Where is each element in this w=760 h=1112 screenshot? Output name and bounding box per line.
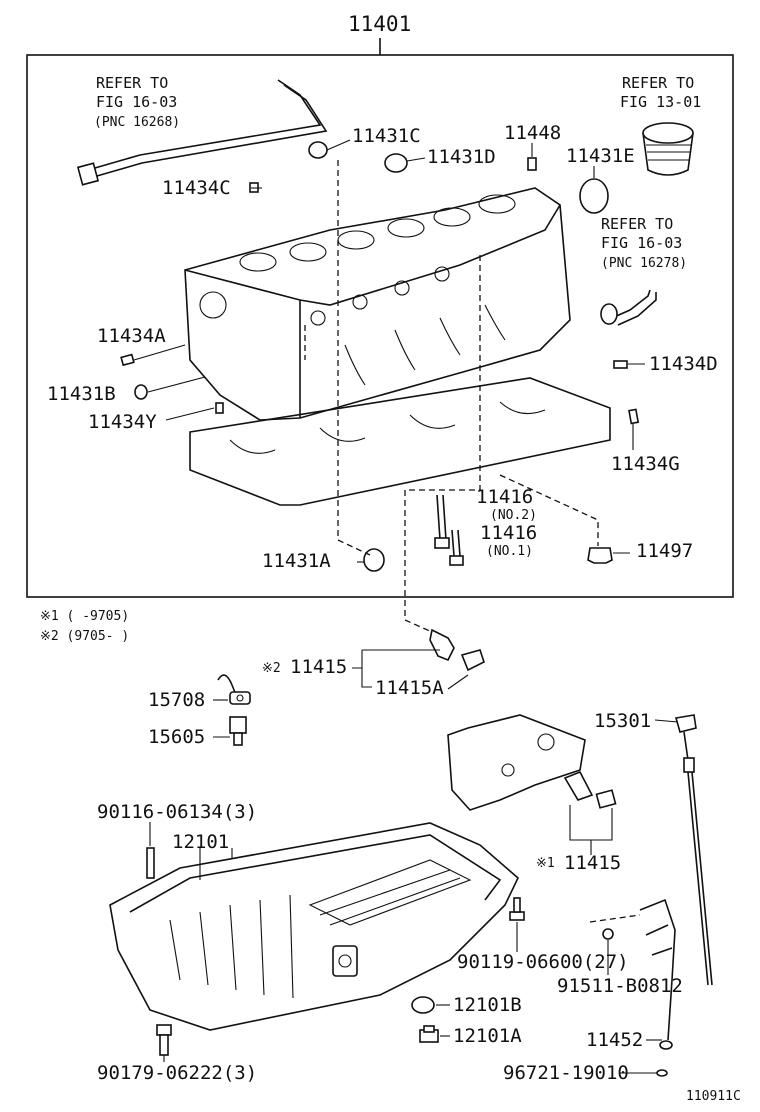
label-12101: 12101 [172,831,230,853]
pin-11434a [120,353,135,367]
oil-pipe-left [76,79,328,186]
label-11434d: 11434D [649,353,718,375]
plug-12101a [419,1025,439,1043]
note-2: ※2 (9705- ) [40,629,130,644]
cylinder-block [184,187,571,421]
plug-11431d [384,153,408,173]
label-11431b: 11431B [47,383,116,405]
label-11415: 11415 [290,656,348,678]
union-11415-2 [429,628,485,672]
pin-11434y [215,402,224,414]
assembly-number: 11401 [348,12,412,36]
union-pipe-right [600,289,657,326]
cylinder-block-frame [26,54,734,598]
dipstick-guide [639,898,676,1050]
label-11434y: 11434Y [88,411,157,433]
label-15605: 15605 [148,726,206,748]
label-90179: 90179-06222(3) [97,1062,258,1084]
label-11415-1-note-mark: ※1 [536,856,555,871]
union-11415-1 [563,770,617,809]
label-11415a: 11415A [375,677,444,699]
stud-90116 [146,847,155,879]
plug-11497 [587,547,613,564]
label-12101a: 12101A [453,1025,522,1047]
ref-piston-line2: FIG 13-01 [620,93,702,111]
label-91511: 91511-B0812 [557,975,683,997]
crankcase-lower [189,377,611,506]
manifold-part [447,714,586,811]
label-11434c: 11434C [162,177,231,199]
label-15708: 15708 [148,689,206,711]
pin-11434g [628,408,640,425]
label-15301: 15301 [594,710,652,732]
bracket-15708 [217,674,251,705]
label-11431d: 11431D [427,146,496,168]
label-90116: 90116-06134(3) [97,801,258,823]
label-11431a: 11431A [262,550,331,572]
label-90119: 90119-06600(27) [457,951,629,973]
pin-11434d [613,360,628,369]
o-ring-96721 [656,1069,668,1077]
label-11416-no2-sub: (NO.2) [490,508,537,523]
label-11497: 11497 [636,540,694,562]
label-11415-1: 11415 [564,852,622,874]
ref-right-line3: (PNC 16278) [601,256,688,271]
oil-pan [109,822,519,1031]
bolt-90119 [509,897,525,921]
label-11416-no2: 11416 [476,486,534,508]
bolt-11416-no2 [434,494,450,549]
label-11434a: 11434A [97,325,166,347]
plug-11431b [134,384,148,400]
figure-code: 110911C [686,1089,741,1104]
label-11452: 11452 [586,1029,644,1051]
ref-piston-line1: REFER TO [622,74,695,92]
label-11431e: 11431E [566,145,635,167]
piston [642,122,694,176]
bolt-91511 [602,928,614,940]
ref-left-line2: FIG 16-03 [96,93,178,111]
label-11416-no1-sub: (NO.1) [486,544,533,559]
ref-right-line1: REFER TO [601,215,674,233]
label-96721: 96721-19010 [503,1062,629,1084]
label-11415-note-mark: ※2 [262,661,281,676]
ref-left-line1: REFER TO [96,74,169,92]
note-1: ※1 ( -9705) [40,609,130,624]
label-11416-no1: 11416 [480,522,538,544]
pin-11448 [527,157,537,171]
ref-right-line2: FIG 16-03 [601,234,683,252]
bolt-11416-no1 [449,529,464,566]
dipstick [674,714,713,986]
label-11431c: 11431C [352,125,421,147]
ref-left-line3: (PNC 16268) [94,115,181,130]
plug-11431a [363,548,385,572]
bolt-90179 [156,1024,172,1056]
plug-11431e [579,178,609,214]
gasket-12101b [411,996,435,1014]
plug-11431c [308,141,328,159]
label-11434g: 11434G [611,453,680,475]
sensor-15605 [229,716,247,746]
label-12101b: 12101B [453,994,522,1016]
label-11448: 11448 [504,122,562,144]
